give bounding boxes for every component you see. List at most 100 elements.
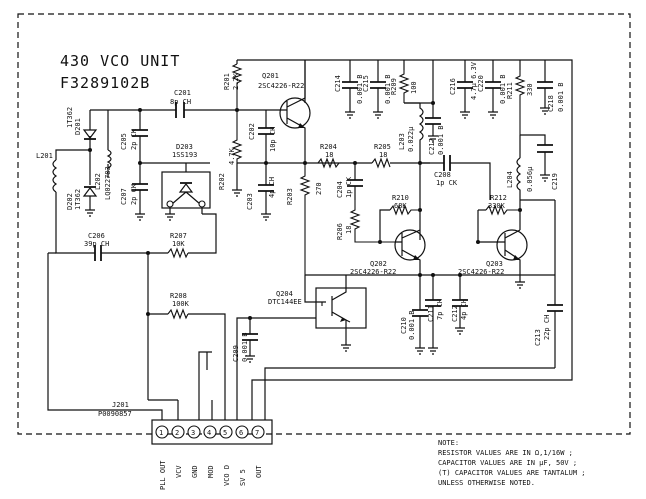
r211: R211 330 (506, 70, 534, 135)
j201-pin-5-num: 5 (223, 429, 227, 437)
tank-link (90, 109, 109, 178)
c211-ref: C211 (427, 305, 435, 322)
c207-ref: C207 (120, 188, 128, 205)
l203-val: 0.022μ (407, 126, 415, 152)
node-dot (248, 316, 252, 320)
c213: C213 22p CH (534, 200, 563, 368)
sv5-wire (251, 59, 573, 400)
q201-val: 2SC4226-R22 (258, 82, 304, 90)
pll-out-wire (47, 252, 163, 420)
j201-pin-4-num: 4 (207, 429, 211, 437)
c207: C207 2p CK (120, 175, 148, 221)
c219-ref: C219 (551, 173, 559, 190)
r203-ref: R203 (286, 188, 294, 205)
d203-link (202, 213, 217, 232)
r201-val: 2.2K (232, 72, 240, 90)
ground-symbols-top (345, 111, 498, 119)
c205: C205 2p CK (120, 110, 148, 150)
unit-outline (17, 13, 631, 435)
d203-ref: D203 (176, 143, 193, 151)
q204-ref: Q204 (276, 290, 293, 298)
c204-ref: C204 (336, 181, 344, 198)
node-dot (138, 161, 142, 165)
c209-ref: C209 (232, 345, 240, 362)
l202-val: LQ022783 (104, 166, 112, 200)
r212-val: 330K (488, 202, 506, 210)
j201-label-4: MOD (207, 465, 215, 478)
r211-val: 330 (526, 83, 534, 96)
c206-r207-line (55, 224, 217, 254)
note-heading: NOTE: (438, 439, 459, 447)
d201: D201 1T362 (66, 107, 98, 150)
j201-ref: J201 (112, 401, 129, 409)
r205-ref: R205 (374, 143, 391, 151)
r211-ref: R211 (506, 82, 514, 99)
r201-ref: R201 (223, 73, 231, 90)
r202-ground (232, 163, 242, 197)
j201-label-6: SV 5 (239, 469, 247, 486)
d202-ref: D202 (66, 193, 74, 210)
j201-pin-6-num: 6 (239, 429, 243, 437)
l203-ref: L203 (398, 133, 406, 150)
c204: C204 1p CK (336, 163, 363, 200)
c206-val: 39p CH (84, 240, 109, 248)
c201-ref: C201 (174, 89, 191, 97)
c202: C202 10p CH (248, 110, 277, 163)
l204-val: 0.056μ (526, 166, 534, 192)
j201-pin-6 (235, 425, 249, 439)
r208-line (147, 253, 226, 400)
q203-ground (515, 281, 525, 289)
q203-val: 2SC4226-R22 (458, 268, 504, 276)
d202-val: 1T362 (74, 189, 82, 210)
r206-val: 18 (345, 226, 353, 234)
node-dot (418, 161, 422, 165)
j201-part: P0090857 (98, 410, 132, 418)
r202-val: 4.7K (228, 147, 236, 165)
c218: C216 4.7μ 6.3V (449, 61, 478, 100)
r210-ref: R210 (392, 194, 409, 202)
r204-ref: R204 (320, 143, 337, 151)
r209-ref: R209 (390, 78, 398, 95)
c202-ref: C202 (248, 123, 256, 140)
c220-val: 0.001 B (499, 74, 507, 104)
d203-val: 1SS193 (172, 151, 197, 159)
r210-val: 68K (394, 202, 407, 210)
j201-pin-3-num: 3 (191, 429, 195, 437)
q201-ref: Q201 (262, 72, 279, 80)
r209: R209 100 (390, 70, 418, 103)
c217: C217 0.001 B (425, 103, 445, 155)
unit-part-number: F3289102B (60, 74, 150, 92)
c204-val: 1p CK (345, 176, 353, 198)
r205-val: 18 (379, 151, 387, 159)
c211: C211 7p CH (425, 275, 444, 355)
c219-ground (540, 160, 550, 182)
q202-transistor: Q202 2SC4226-R22 (350, 229, 426, 276)
node-dot (418, 208, 422, 212)
r209-val: 100 (410, 81, 418, 94)
r202-ref: R202 (218, 173, 226, 190)
q203-ref: Q203 (486, 260, 503, 268)
r203: R203 270 (286, 163, 323, 275)
c205-val: 2p CK (130, 128, 138, 150)
c203: C203 4p CH (246, 163, 276, 221)
r204: R204 18 (317, 143, 340, 169)
c217-val: 0.001 B (437, 125, 445, 155)
j201-pin-3 (187, 425, 201, 439)
c215: C215 0.001 B (362, 70, 392, 104)
note-resistor: RESISTOR VALUES ARE IN Ω,1/16W ; (438, 449, 573, 457)
q202-val: 2SC4226-R22 (350, 268, 396, 276)
r212-ref: R212 (490, 194, 507, 202)
c213-ref: C213 (534, 329, 542, 346)
r209-node (404, 70, 434, 104)
vco-d-line (236, 317, 316, 400)
r212: R212 330K (478, 194, 520, 216)
r207-val: 10K (172, 240, 185, 248)
c206: C206 39p CH (84, 232, 109, 261)
c214-ref: C214 (334, 75, 342, 92)
j201-connector-body (151, 419, 273, 445)
out-line (264, 367, 555, 400)
j201-pin-7 (251, 425, 265, 439)
c219-plates (537, 144, 553, 153)
note-tantalum: (T) CAPACITOR VALUES ARE TANTALUM ; (438, 469, 586, 477)
